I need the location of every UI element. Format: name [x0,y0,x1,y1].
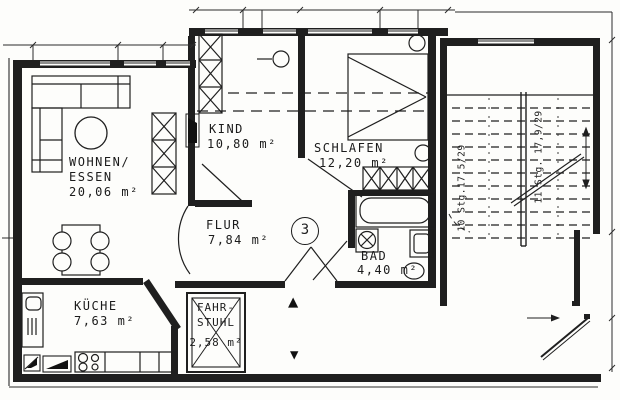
stair-flight-lower-label: 10 Stg.17,5/29 [456,144,468,232]
label-fahrstuhl-area: 2,58 m² [189,336,243,349]
label-flur: FLUR [206,218,241,232]
bathroom-sink [409,229,434,258]
down-arrow-icon: ▼ [290,347,299,363]
ceiling-lamps [257,34,432,162]
wardrobe-schlafen [362,166,431,191]
bed [347,53,429,141]
unit-number: 3 [300,222,310,238]
label-bad: BAD [361,249,388,263]
up-arrow-icon: ▲ [288,292,299,312]
sofa [31,75,131,173]
label-wohnen-essen-2: ESSEN [69,170,113,184]
elevator-shaft-x-icon [191,297,241,368]
stair-dimension-arrow [582,126,590,190]
walls [13,28,601,382]
stair-walk-line [510,153,585,207]
toilet [403,262,425,280]
kitchen-wall-symbols [23,354,72,373]
label-schlafen-area: 12,20 m² [319,156,389,170]
kitchen-diagonal-wall [143,279,181,331]
building-entrance-door [527,301,591,361]
coffee-table [74,116,108,150]
label-schlafen: SCHLAFEN [314,141,384,155]
label-fahrstuhl-1: FAHR- [196,301,236,314]
washing-machine [355,228,379,253]
bathtub [355,193,436,228]
label-wohnen-essen-area: 20,06 m² [69,185,139,199]
label-bad-area: 4,40 m² [357,263,419,277]
unit-number-badge: 3 [291,217,319,245]
dimension-lines [2,6,616,372]
outer-contour-lines [8,58,598,388]
kitchen-counter-left [21,292,44,348]
dining-table-and-chairs [52,224,110,276]
door-swings [177,158,363,288]
label-flur-area: 7,84 m² [208,233,270,247]
label-fahrstuhl-2: STUHL [196,316,236,329]
roof-overhang-dashed-lines [197,92,428,112]
stair-flight-upper-label: 11 Stg. 17,9/29 [533,110,545,204]
label-kind-area: 10,80 m² [207,137,277,151]
label-kueche-area: 7,63 m² [74,314,136,328]
staircase [447,92,593,247]
kitchen-counter-bottom [74,351,177,373]
wardrobe-kind [198,33,223,114]
wall-shaft-wedge [185,113,200,148]
label-kind: KIND [209,122,244,136]
elevator-shaft [186,292,246,373]
label-kueche: KÜCHE [74,299,118,313]
label-wohnen-essen-1: WOHNEN/ [69,155,131,169]
wardrobe-living [151,112,177,195]
